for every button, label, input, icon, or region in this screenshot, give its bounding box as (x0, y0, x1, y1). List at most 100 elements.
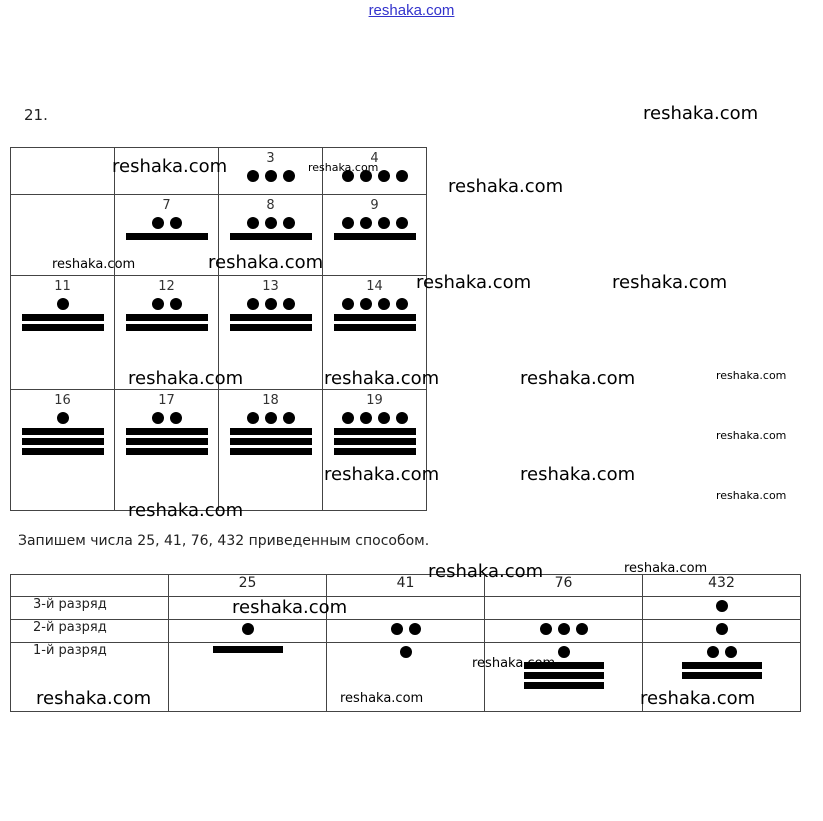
dot-mark (282, 217, 295, 229)
dots (56, 298, 69, 311)
dots (246, 412, 295, 425)
watermark-text: reshaka.com (416, 272, 532, 293)
mayan-numeral (715, 600, 728, 613)
dot-mark (359, 217, 372, 229)
dots (706, 646, 737, 659)
dot-mark (715, 600, 728, 612)
bar-mark (21, 314, 104, 321)
mayan-numeral (219, 217, 322, 240)
grid-cell: 8 (218, 194, 323, 276)
mayan-numeral (681, 646, 762, 679)
bar-mark (333, 448, 416, 455)
cell-content (485, 597, 642, 600)
dot-mark (575, 623, 588, 635)
dots (390, 623, 421, 636)
dots (246, 298, 295, 311)
mayan-numeral (390, 623, 421, 636)
mayan-numeral (219, 170, 322, 183)
empty-header (10, 574, 169, 597)
dots (246, 217, 295, 230)
dots (341, 298, 408, 311)
bar-mark (229, 314, 312, 321)
dot-mark (377, 170, 390, 182)
dot-mark (377, 412, 390, 424)
mayan-numeral (115, 217, 218, 240)
watermark-text: reshaka.com (428, 561, 544, 582)
bar-mark (125, 233, 208, 240)
dot-mark (282, 298, 295, 310)
mayan-numeral (219, 298, 322, 331)
dots (151, 217, 182, 230)
dots (241, 623, 254, 636)
cell-content (327, 643, 484, 659)
number-label: 11 (54, 279, 71, 294)
dot-mark (724, 646, 737, 658)
mayan-numeral (399, 646, 412, 659)
site-link[interactable]: reshaka.com (368, 2, 455, 19)
dots (151, 298, 182, 311)
mayan-numeral (11, 412, 114, 455)
dot-mark (56, 412, 69, 424)
dot-mark (359, 412, 372, 424)
dot-mark (241, 623, 254, 635)
number-label (11, 151, 114, 167)
grid-cell: 18 (218, 389, 323, 511)
watermark-text: reshaka.com (232, 597, 348, 618)
number-label: 4 (370, 151, 379, 166)
bar-mark (125, 314, 208, 321)
numeral-cell (168, 642, 327, 712)
dots (56, 412, 69, 425)
place-row: 3-й разряд (10, 596, 801, 620)
row-label: 2-й разряд (10, 619, 169, 643)
row-label: 3-й разряд (10, 596, 169, 620)
watermark-text: reshaka.com (716, 369, 787, 382)
bar-mark (333, 438, 416, 445)
mayan-numeral (323, 298, 426, 331)
dot-mark (264, 412, 277, 424)
bar-mark (229, 448, 312, 455)
dot-mark (359, 170, 372, 182)
watermark-text: reshaka.com (640, 688, 756, 709)
number-label: 7 (162, 198, 171, 213)
number-label: 19 (366, 393, 383, 408)
dots (246, 170, 295, 183)
bar-mark (681, 672, 762, 679)
watermark-text: reshaka.com (52, 257, 136, 272)
number-label (11, 198, 114, 214)
watermark-text: reshaka.com (112, 156, 228, 177)
bar-mark (229, 438, 312, 445)
grid-cell: 3 (218, 147, 323, 195)
watermark-text: reshaka.com (324, 464, 440, 485)
dot-mark (399, 646, 412, 658)
column-header: 25 (168, 574, 327, 597)
cell-content (485, 620, 642, 636)
grid-cell: 4 (322, 147, 427, 195)
dots (715, 623, 728, 636)
number-label: 17 (158, 393, 175, 408)
dot-mark (706, 646, 719, 658)
dot-mark (341, 217, 354, 229)
mayan-numeral (241, 623, 254, 636)
cell-content (169, 620, 326, 636)
numeral-cell (326, 642, 485, 712)
dot-mark (557, 623, 570, 635)
dot-mark (151, 412, 164, 424)
dot-mark (282, 412, 295, 424)
watermark-text: reshaka.com (612, 272, 728, 293)
watermark-text: reshaka.com (716, 489, 787, 502)
bar-mark (21, 448, 104, 455)
bar-mark (125, 438, 208, 445)
numeral-cell (642, 596, 801, 620)
mayan-numeral (523, 646, 604, 689)
mayan-numeral (323, 217, 426, 240)
bar-mark (229, 324, 312, 331)
numeral-cell (326, 619, 485, 643)
number-label: 13 (262, 279, 279, 294)
dot-mark (151, 217, 164, 229)
watermark-text: reshaka.com (128, 500, 244, 521)
numeral-cell (642, 642, 801, 712)
numeral-cell (642, 619, 801, 643)
